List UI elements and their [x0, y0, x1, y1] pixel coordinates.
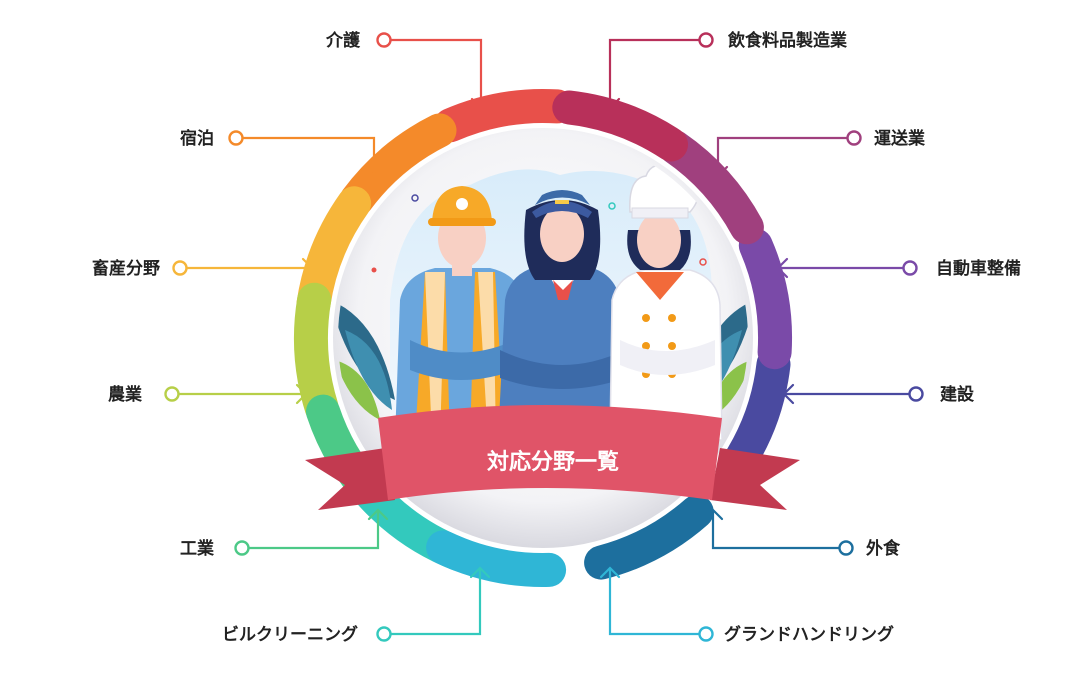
sector-connector: [599, 566, 714, 642]
sector-label: 畜産分野: [92, 258, 160, 279]
connector-start-dot: [164, 386, 180, 402]
arrow-icon: [363, 165, 385, 178]
sector-connector: [702, 508, 854, 556]
sector-label: 農業: [108, 384, 142, 405]
arrow-icon: [301, 257, 314, 279]
ring-segment: [738, 228, 793, 370]
flight-attendant-illustration: [498, 190, 628, 440]
connector-start-dot: [908, 386, 924, 402]
confetti-dot: [608, 202, 616, 210]
arrow-icon: [707, 165, 729, 178]
connector-start-dot: [234, 540, 250, 556]
sector-label: 建設: [940, 384, 975, 405]
ring-segment: [552, 90, 688, 162]
connector-layer: [164, 32, 924, 642]
arrow-icon: [469, 566, 491, 579]
sector-connector: [376, 566, 491, 642]
leaf-decoration-left: [338, 300, 395, 420]
confetti-dot: [371, 267, 377, 273]
sector-connector: [782, 383, 924, 405]
sector-label: 介護: [325, 30, 361, 51]
arrow-icon: [599, 97, 621, 110]
ring-segment: [584, 494, 714, 580]
arrow-icon: [367, 508, 389, 521]
sector-connector: [599, 32, 714, 110]
connector-start-dot: [846, 130, 862, 146]
arrow-icon: [782, 383, 795, 405]
sector-connector: [164, 383, 308, 405]
title-banner: 対応分野一覧: [305, 405, 800, 510]
connector-start-dot: [376, 626, 392, 642]
sector-label: 自動車整備: [936, 258, 1021, 279]
sector-label: グランドハンドリング: [724, 624, 894, 645]
confetti-dot: [411, 194, 419, 202]
arrow-icon: [470, 97, 492, 110]
sector-connector: [234, 508, 389, 556]
worker-illustration: [395, 186, 525, 440]
people-illustration: [338, 164, 748, 441]
confetti-dot: [699, 258, 707, 266]
ring-segment: [294, 282, 339, 425]
sector-label: 飲食料品製造業: [727, 30, 847, 51]
sector-label: ビルクリーニング: [222, 624, 358, 645]
connector-start-dot: [902, 260, 918, 276]
arrow-icon: [702, 508, 724, 521]
sector-label: 工業: [180, 538, 214, 559]
connector-start-dot: [838, 540, 854, 556]
sector-connector: [228, 130, 385, 178]
ring-segment: [433, 88, 575, 143]
connector-start-dot: [698, 32, 714, 48]
sector-connector: [376, 32, 492, 110]
sector-connector: [776, 257, 918, 279]
arrow-icon: [295, 383, 308, 405]
arrow-icon: [776, 257, 789, 279]
center-title: 対応分野一覧: [487, 449, 619, 475]
sector-label: 宿泊: [180, 128, 214, 149]
connector-start-dot: [376, 32, 392, 48]
arrow-icon: [599, 566, 621, 579]
connector-start-dot: [698, 626, 714, 642]
connector-start-dot: [228, 130, 244, 146]
sector-connector: [707, 130, 862, 178]
connector-start-dot: [172, 260, 188, 276]
sector-connector: [172, 257, 314, 279]
ring-segment: [426, 530, 567, 587]
sector-label: 運送業: [874, 128, 925, 149]
chef-illustration: [609, 164, 723, 441]
sector-label: 外食: [866, 538, 901, 559]
